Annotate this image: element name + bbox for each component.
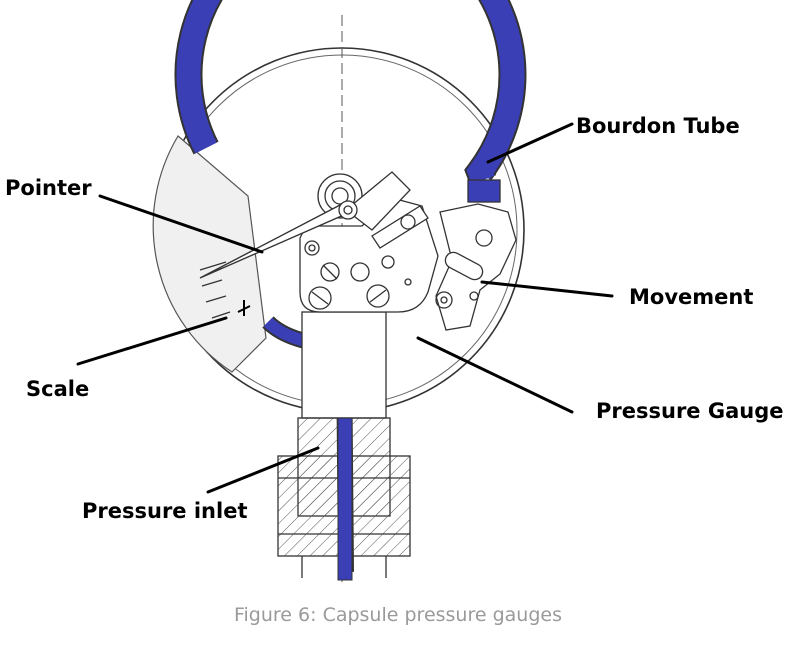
sector-gear [344, 171, 411, 231]
gauge-stem [301, 311, 387, 419]
label-bourdon-tube: Bourdon Tube [576, 114, 740, 138]
scale-leader [76, 316, 228, 366]
pointer-leader [98, 194, 264, 254]
pressure-inlet-leader [206, 446, 320, 494]
pressure-gauge-leader [416, 336, 574, 414]
label-movement: Movement [629, 285, 753, 309]
bourdon-tube-leader [486, 122, 574, 164]
scale-mark [237, 300, 251, 316]
label-pointer: Pointer [5, 176, 92, 200]
movement-slot [444, 251, 484, 281]
inlet-bore [337, 417, 353, 581]
label-pressure-inlet: Pressure inlet [82, 499, 247, 523]
label-pressure-gauge: Pressure Gauge [596, 399, 783, 423]
movement-leader [480, 280, 614, 298]
label-scale: Scale [26, 377, 89, 401]
pressure-gauge-diagram: Bourdon Tube Pointer Movement Scale Pres… [5, 0, 783, 582]
dial-scale [152, 135, 267, 373]
tube-end-block [467, 179, 501, 203]
figure-caption: Figure 6: Capsule pressure gauges [233, 604, 562, 626]
pointer-hub [338, 200, 358, 220]
